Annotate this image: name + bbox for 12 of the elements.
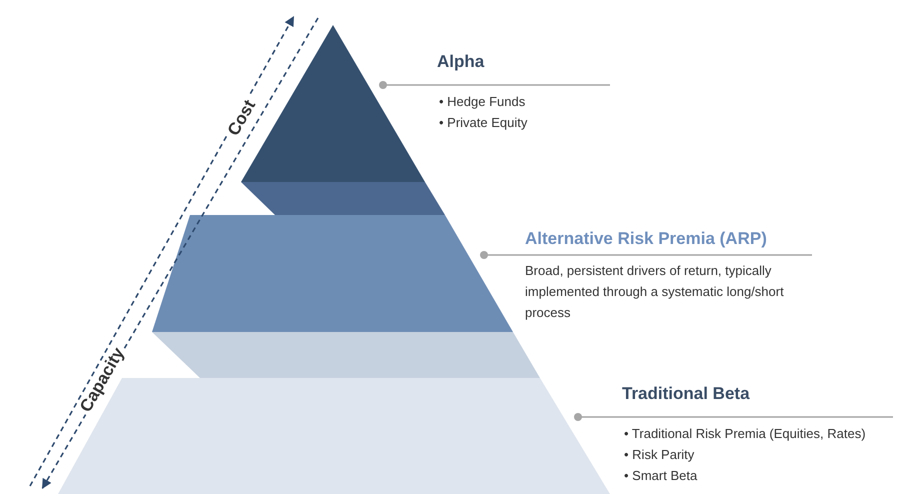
tier-heading: Alternative Risk Premia (ARP) — [525, 229, 768, 250]
description-text: Broad, persistent drivers of return, typically implemented through a systematic long/short process — [525, 262, 785, 322]
bullet-item: • Private Equity — [439, 114, 528, 132]
leader-line — [574, 413, 622, 421]
tier-heading: Alpha — [437, 52, 486, 73]
bullet-item: • Traditional Risk Premia (Equities, Rates) — [624, 425, 867, 443]
leader-line — [379, 81, 437, 89]
bullet-item: • Risk Parity — [624, 446, 696, 464]
leader-line — [480, 251, 525, 259]
bullet-item: • Hedge Funds — [439, 93, 526, 111]
tier-heading: Traditional Beta — [622, 384, 751, 405]
bullet-item: • Smart Beta — [624, 467, 698, 485]
